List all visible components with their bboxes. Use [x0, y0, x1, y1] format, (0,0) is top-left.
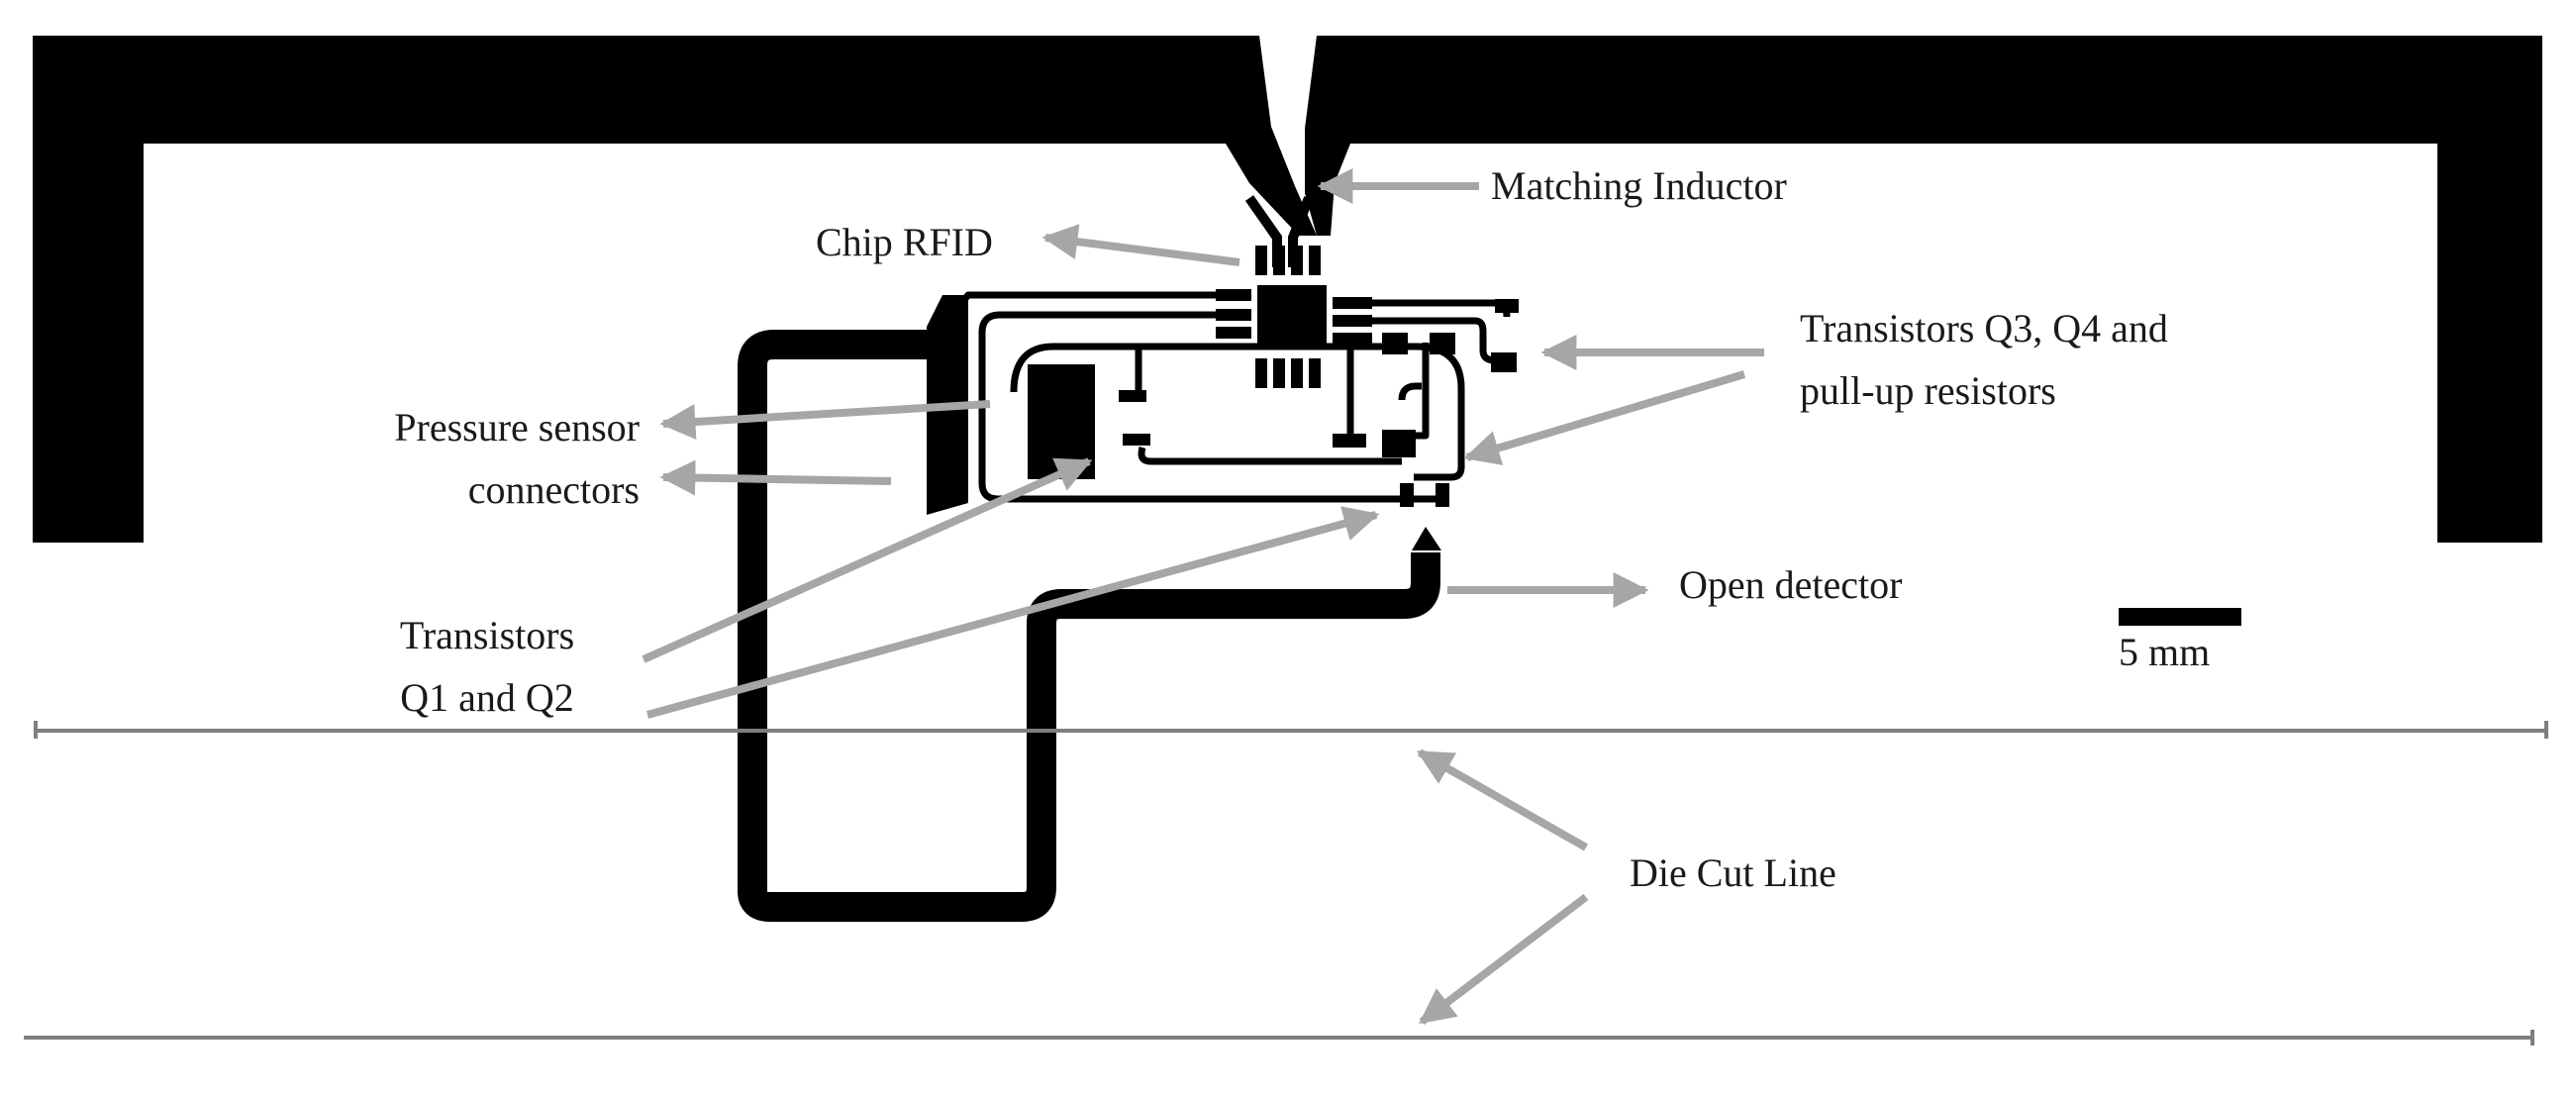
arrow-pressure-sensor-a: [659, 400, 991, 441]
arrow-transistors-q1-q2-b: [645, 506, 1380, 719]
die-cut-lines: [24, 721, 2548, 1046]
label-open-detector: Open detector: [1679, 562, 1903, 607]
arrow-transistors-q1-q2-a: [642, 457, 1093, 663]
arrow-chip-rfid: [1041, 224, 1240, 266]
antenna-right-arm: [1305, 36, 2542, 543]
label-transistors-q3-q4-line1: Transistors Q3, Q4 and: [1800, 306, 2168, 350]
callout-arrows: [642, 168, 1764, 1026]
label-transistors-q1-q2-line2: Q1 and Q2: [400, 675, 574, 720]
transistor-pads: [1119, 299, 1519, 507]
antenna-left-arm: [33, 36, 1317, 543]
label-scale-bar: 5 mm: [2119, 630, 2211, 674]
arrow-pressure-sensor-b: [659, 459, 892, 496]
label-matching-inductor: Matching Inductor: [1491, 163, 1787, 208]
label-transistors-q3-q4-line2: pull-up resistors: [1800, 368, 2056, 413]
label-transistors-q1-q2-line1: Transistors: [399, 613, 575, 657]
chip-rfid: [1216, 246, 1372, 388]
arrow-transistors-q3-q4-b: [1463, 370, 1746, 465]
arrow-die-cut-upper: [1416, 748, 1588, 851]
label-pressure-sensor-line1: Pressure sensor: [394, 405, 640, 449]
label-chip-rfid: Chip RFID: [816, 220, 993, 264]
open-detector-loop: [738, 330, 1440, 922]
label-pressure-sensor-line2: connectors: [467, 467, 640, 512]
arrow-die-cut-lower: [1419, 893, 1589, 1026]
label-die-cut-line: Die Cut Line: [1630, 850, 1836, 895]
scale-bar: [2119, 608, 2241, 626]
open-detector-tip: [1412, 527, 1441, 550]
